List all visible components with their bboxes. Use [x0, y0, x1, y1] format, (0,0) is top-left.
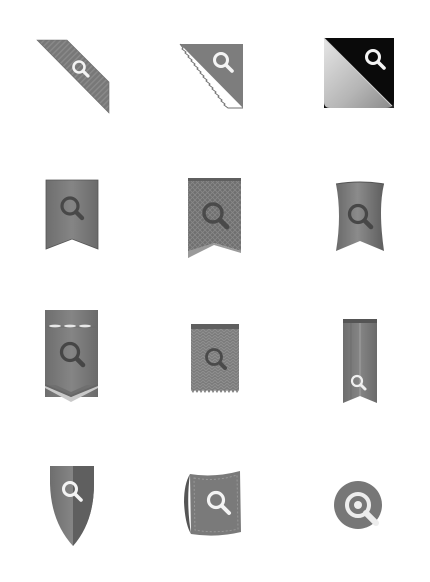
search-icon	[335, 181, 385, 251]
bookmark-stitched-search	[27, 305, 117, 405]
bookmark-narrow-search	[316, 305, 406, 405]
search-icon	[184, 471, 241, 536]
search-icon	[191, 324, 239, 393]
corner-ribbon-serrated-search	[170, 28, 260, 128]
curled-tag-search	[170, 452, 260, 552]
bookmark-wavy-search	[316, 165, 406, 265]
search-icon	[45, 179, 99, 250]
search-icon	[45, 310, 98, 402]
page-curl-search	[316, 28, 406, 128]
search-icon	[36, 39, 110, 114]
search-icon	[334, 481, 382, 529]
shield-search	[27, 452, 117, 552]
search-icon	[179, 43, 243, 109]
search-icon	[343, 319, 377, 403]
search-icon	[323, 37, 395, 109]
bookmark-notch-search	[27, 165, 117, 265]
search-icon	[188, 178, 241, 258]
tag-zigzag-search	[170, 305, 260, 405]
round-search	[316, 452, 406, 552]
search-icon	[50, 466, 94, 546]
bookmark-textured-search	[170, 165, 260, 265]
corner-ribbon-search	[27, 28, 117, 128]
